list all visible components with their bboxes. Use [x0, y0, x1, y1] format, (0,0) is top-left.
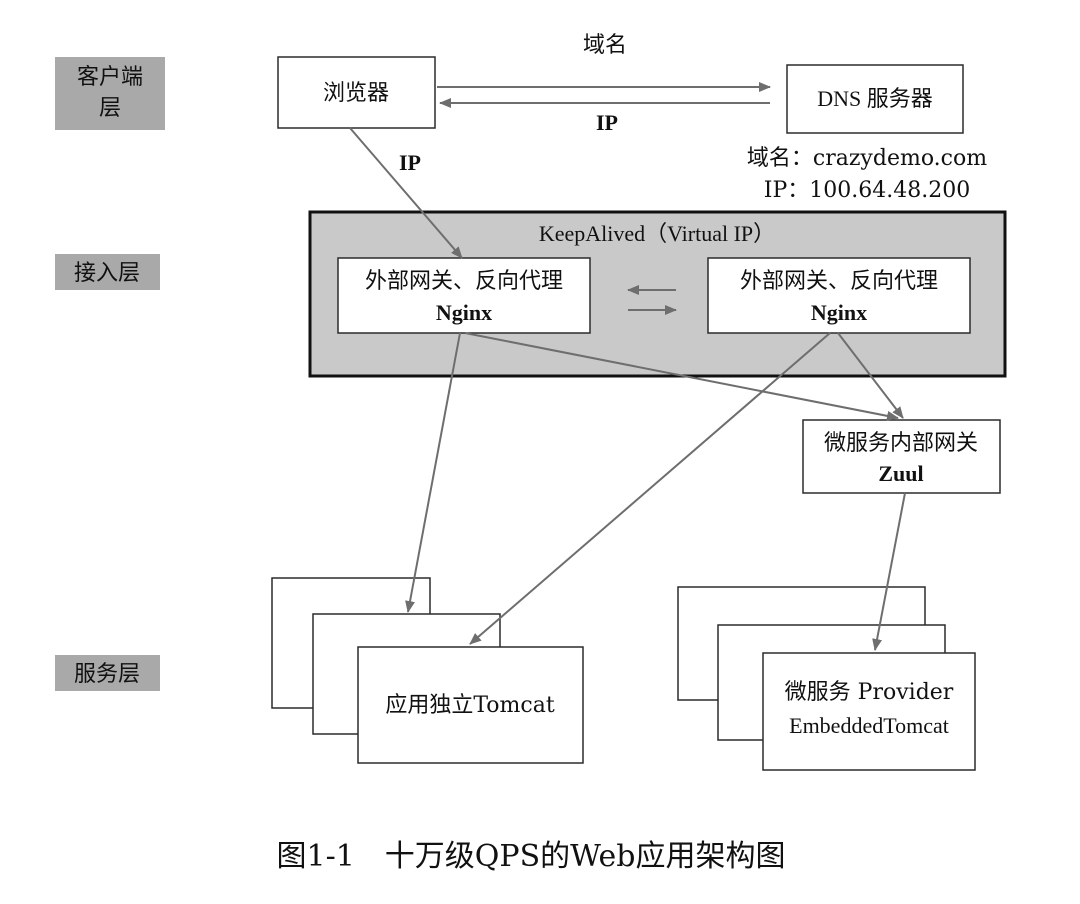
arrow-nginx-right-to-tomcat	[469, 332, 831, 645]
arrow-nginx-right-to-zuul	[837, 332, 904, 419]
layer-label-access: 接入层	[55, 254, 160, 290]
provider-line2: EmbeddedTomcat	[789, 713, 949, 738]
layer-label-client-line2: 层	[99, 96, 121, 121]
layer-label-service: 服务层	[55, 655, 160, 691]
nginx-left-node: 外部网关、反向代理 Nginx	[337, 257, 591, 334]
browser-ip-label: IP	[399, 150, 421, 175]
arrow-nginx-left-to-tomcat	[405, 332, 461, 613]
domain-arrow-label: 域名	[583, 33, 627, 58]
dns-domain-note: 域名：crazydemo.com	[747, 146, 987, 171]
keepalived-title: KeepAlived（Virtual IP）	[539, 221, 775, 246]
nginx-left-line1: 外部网关、反向代理	[365, 269, 563, 294]
nginx-right-node: 外部网关、反向代理 Nginx	[707, 257, 971, 334]
nginx-right-line2: Nginx	[811, 300, 867, 325]
provider-stack: 微服务 Provider EmbeddedTomcat	[677, 586, 976, 771]
zuul-line1: 微服务内部网关	[824, 431, 978, 456]
provider-line1: 微服务 Provider	[785, 680, 954, 705]
layer-label-client-line1: 客户端	[77, 65, 143, 90]
arrow-browser-to-nginx	[349, 127, 463, 259]
tomcat-instance-front	[357, 646, 584, 764]
layer-label-access-text: 接入层	[74, 261, 140, 286]
tomcat-label: 应用独立Tomcat	[385, 693, 555, 718]
browser-label: 浏览器	[323, 81, 389, 106]
connections	[349, 82, 906, 651]
nginx-right-line1: 外部网关、反向代理	[740, 269, 938, 294]
dns-ip-note: IP：100.64.48.200	[764, 178, 970, 203]
arrow-zuul-to-provider	[872, 492, 906, 651]
dns-server-node: DNS 服务器	[786, 64, 964, 134]
tomcat-stack: 应用独立Tomcat	[271, 577, 584, 764]
browser-node: 浏览器	[277, 56, 436, 129]
figure-caption: 图1-1 十万级QPS的Web应用架构图	[277, 839, 786, 874]
zuul-line2: Zuul	[878, 461, 923, 486]
layer-label-client: 客户端 层	[55, 57, 165, 130]
zuul-node: 微服务内部网关 Zuul	[802, 419, 1001, 494]
ip-arrow-label: IP	[596, 110, 618, 135]
dns-server-label: DNS 服务器	[817, 86, 933, 111]
nginx-left-line2: Nginx	[436, 300, 492, 325]
provider-instance-front	[762, 652, 976, 771]
layer-label-service-text: 服务层	[74, 662, 140, 687]
arrow-nginx-left-to-zuul	[464, 332, 899, 421]
